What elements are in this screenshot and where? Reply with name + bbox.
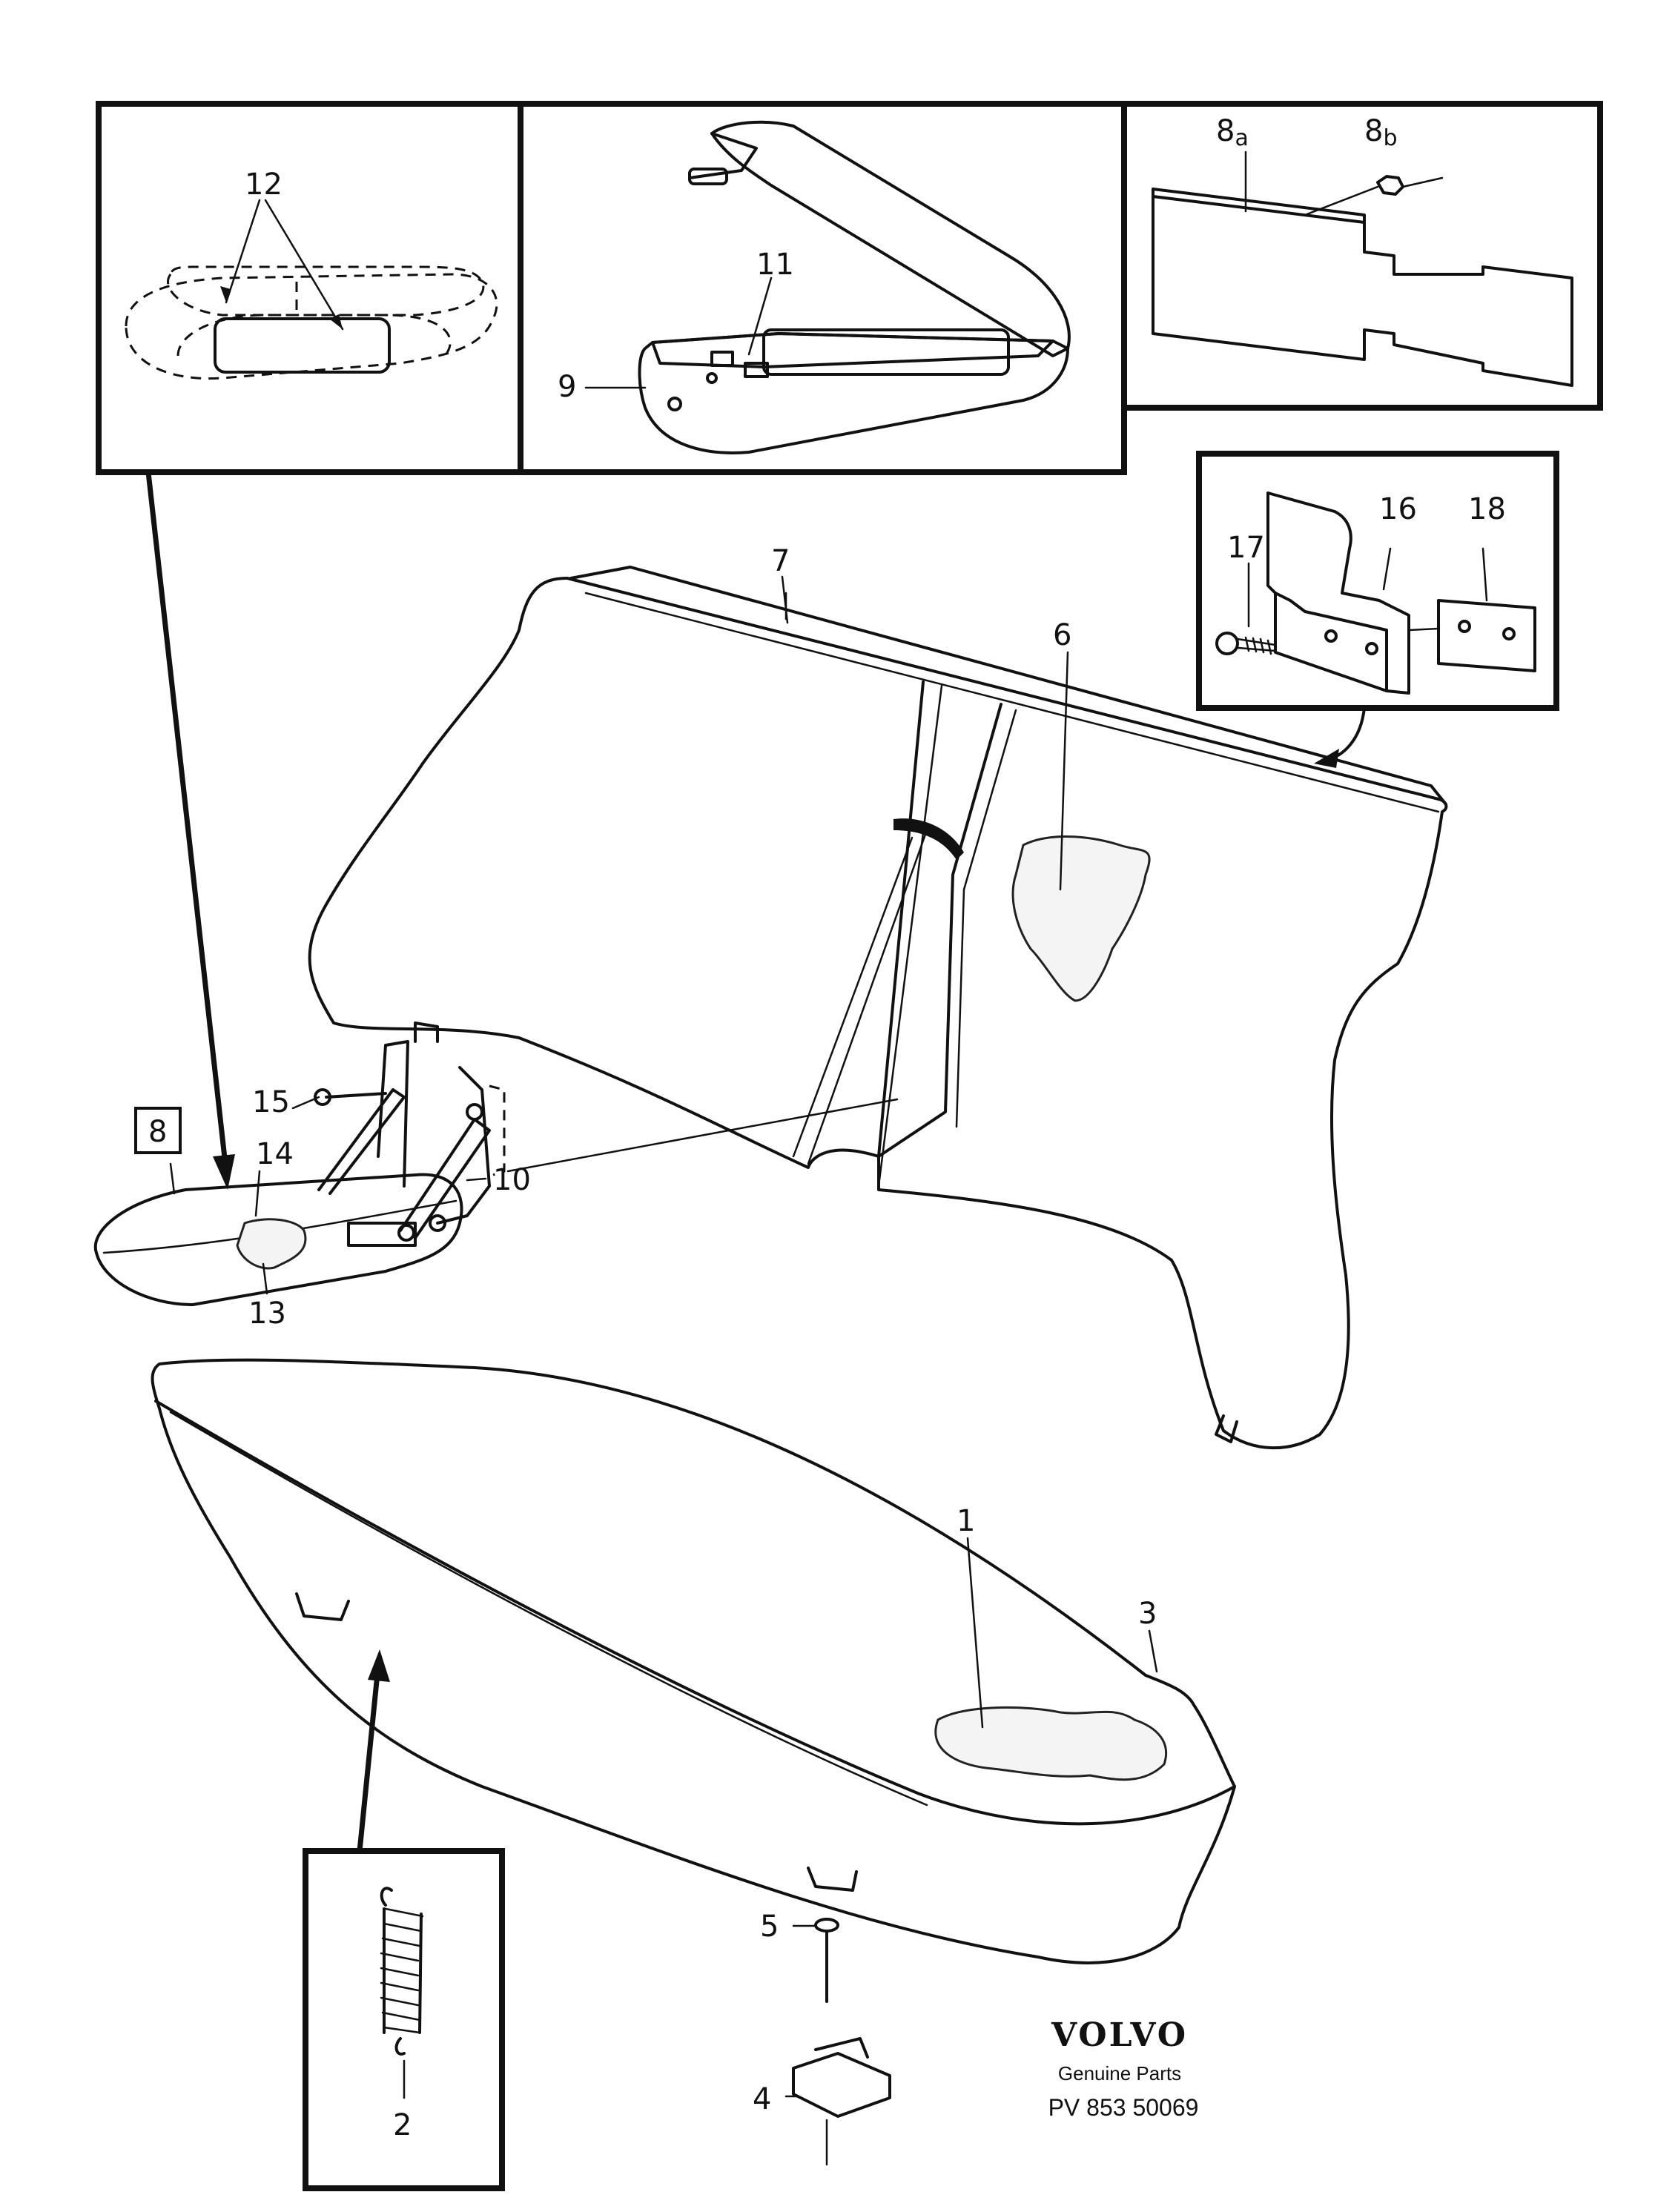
- callout-15: 15: [252, 1085, 290, 1119]
- callout-3: 3: [1138, 1597, 1157, 1631]
- callout-10: 10: [493, 1163, 531, 1197]
- callout-8-boxed: 8: [134, 1107, 182, 1154]
- callout-8a: 8a: [1216, 114, 1249, 151]
- callout-9: 9: [558, 370, 576, 404]
- callout-18: 18: [1468, 492, 1506, 526]
- reference-number: PV 853 50069: [1048, 2094, 1199, 2121]
- callout-4: 4: [753, 2082, 771, 2116]
- callout-16: 16: [1379, 492, 1417, 526]
- inset-armrest-pad: [96, 101, 523, 475]
- callout-2: 2: [393, 2108, 412, 2142]
- callout-12: 12: [245, 168, 283, 202]
- inset-plate: [1121, 101, 1603, 411]
- callout-8: 8: [148, 1115, 167, 1149]
- callout-7: 7: [771, 544, 790, 578]
- callout-17: 17: [1227, 531, 1265, 565]
- armrest-assembly: [93, 1040, 899, 1306]
- inset-spring: [303, 1848, 505, 2191]
- seat-back: [308, 566, 1448, 1450]
- callout-6: 6: [1053, 618, 1071, 652]
- callout-14: 14: [256, 1137, 294, 1171]
- genuine-parts-label: Genuine Parts: [1057, 2062, 1182, 2084]
- mount-bracket: [792, 1918, 891, 2166]
- inset-bracket: [1196, 451, 1559, 768]
- inset-armrest-open: [518, 101, 1127, 475]
- callout-13: 13: [248, 1297, 286, 1331]
- leader-arrows: [145, 469, 390, 1854]
- seat-cushion: [151, 1358, 1236, 1964]
- callout-1: 1: [957, 1504, 975, 1538]
- callout-5: 5: [760, 1910, 779, 1944]
- volvo-logo: VOLVO: [1051, 2016, 1189, 2054]
- callout-8b: 8b: [1364, 114, 1398, 151]
- callout-11: 11: [756, 248, 794, 282]
- callout-leaders: [169, 575, 1158, 2098]
